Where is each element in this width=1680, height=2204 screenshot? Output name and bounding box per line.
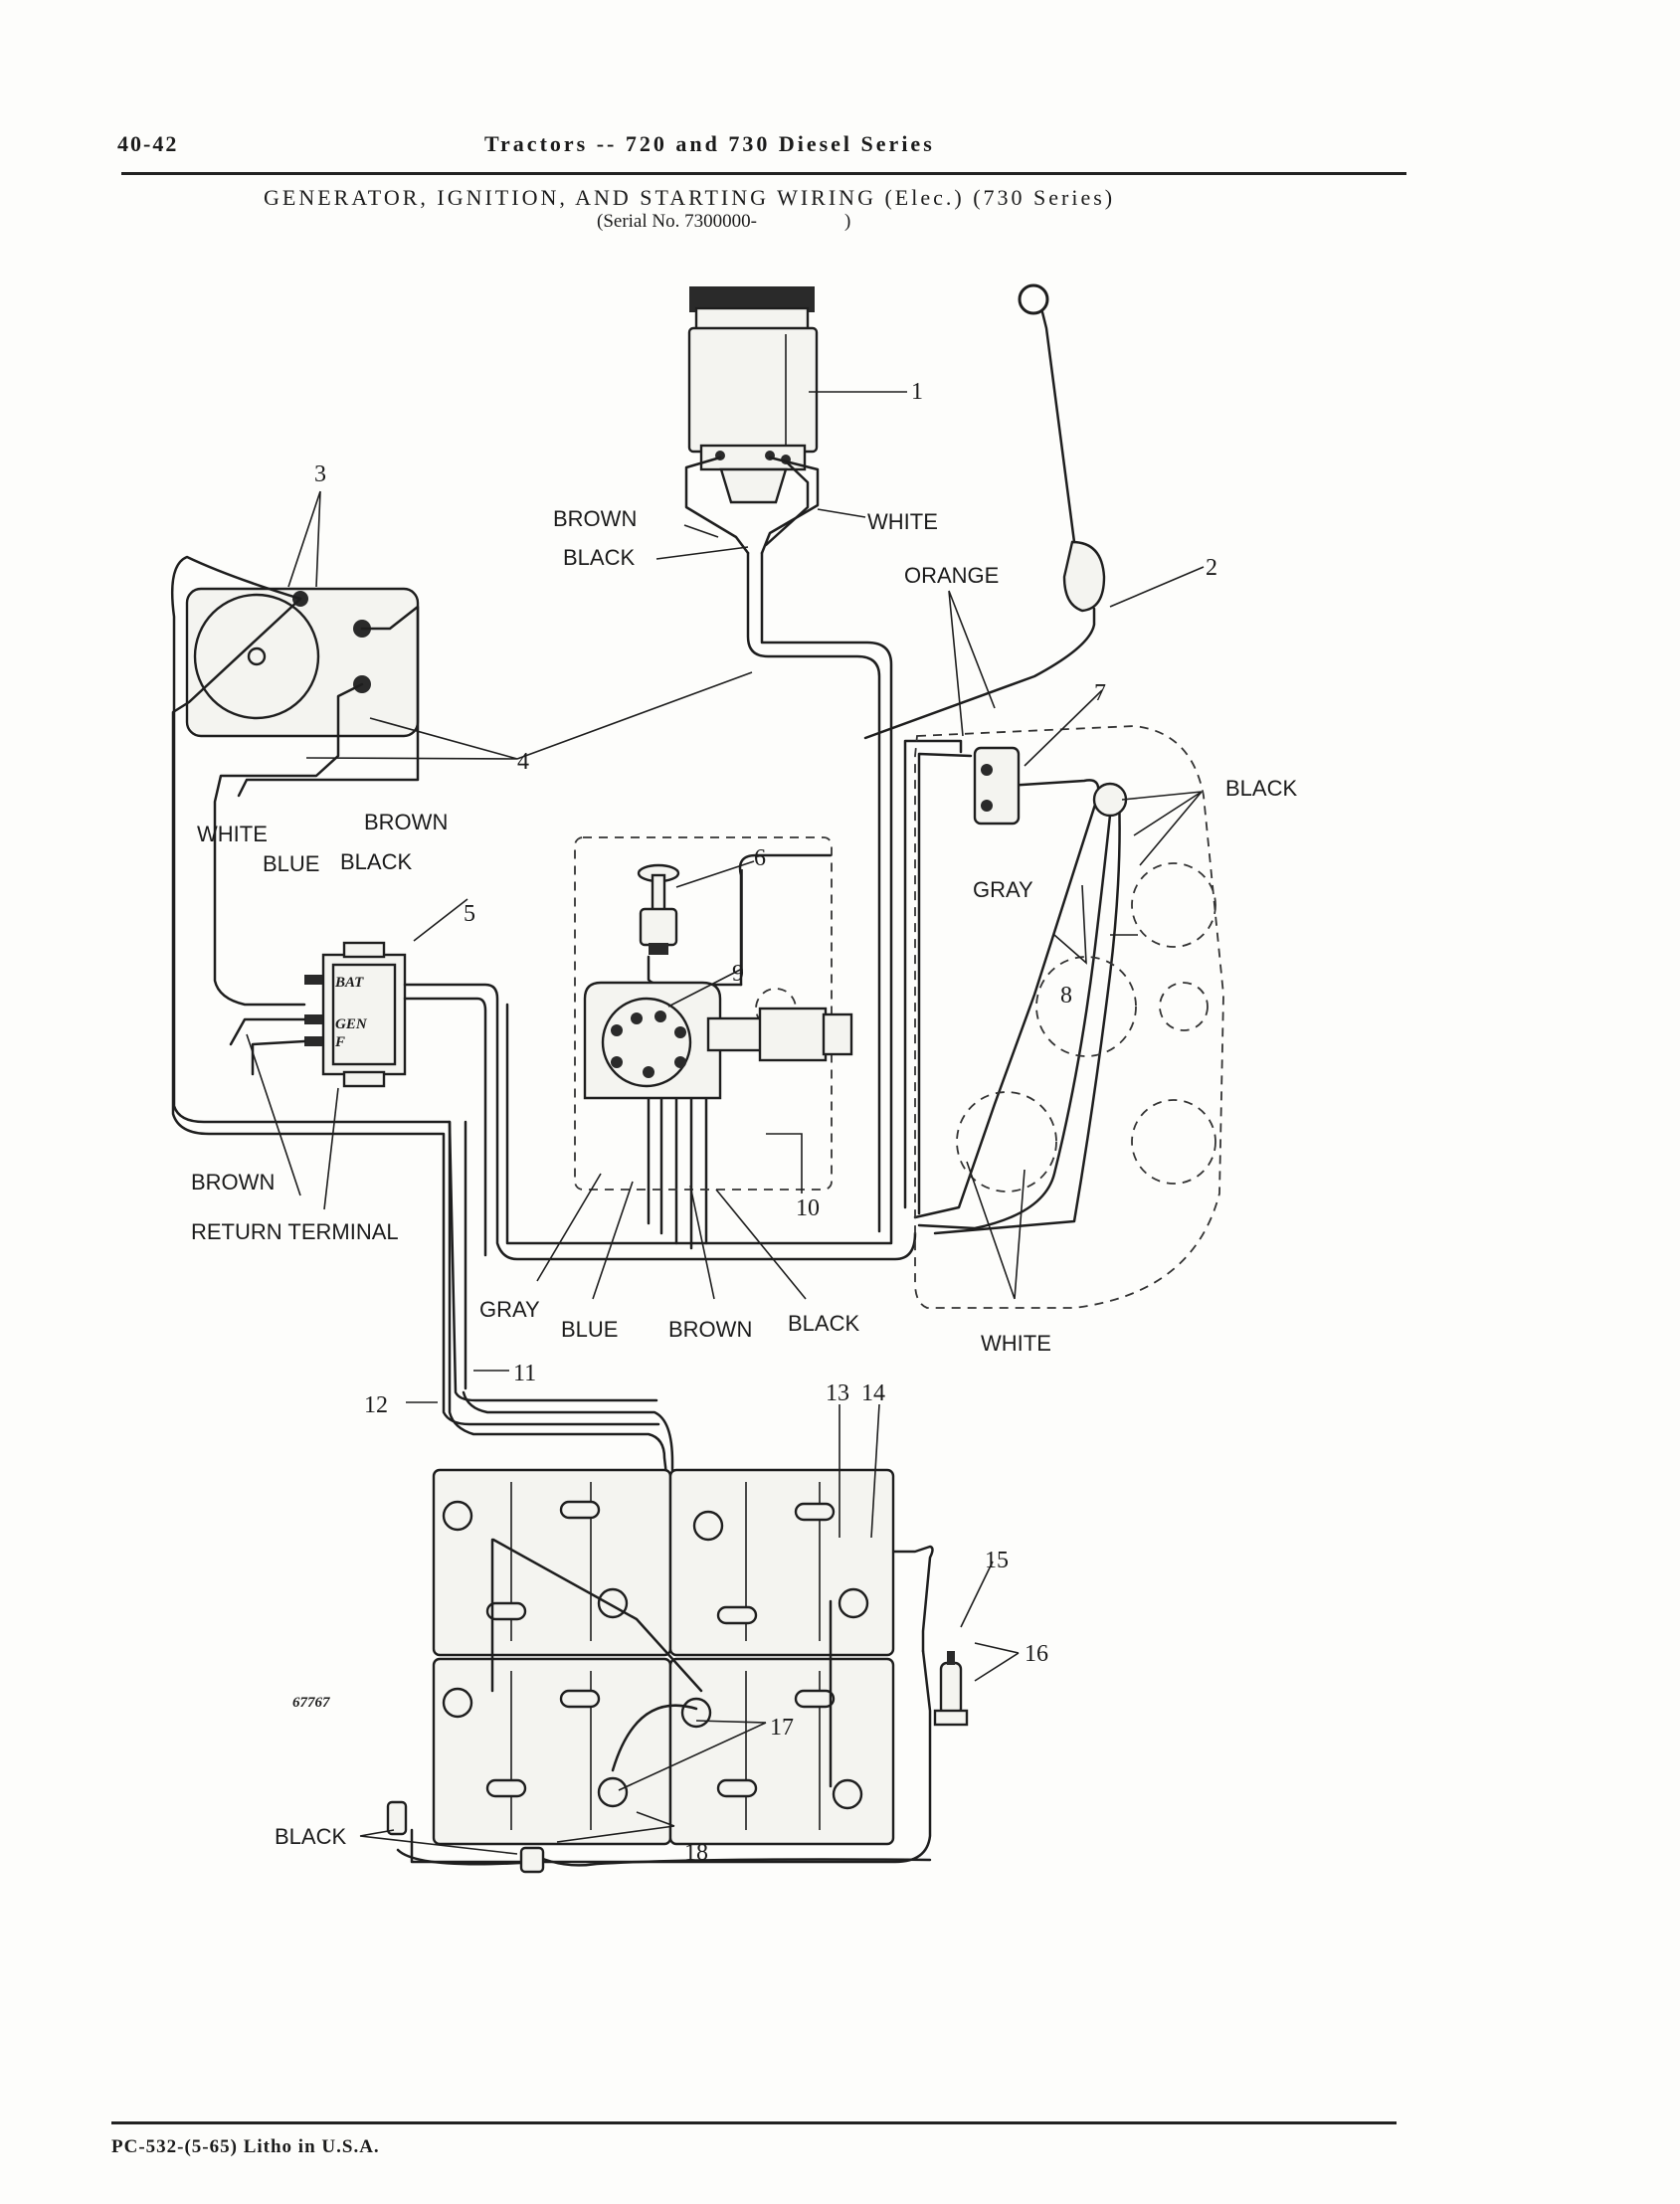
label-gray-right: GRAY: [973, 877, 1033, 902]
label-return-terminal: RETURN TERMINAL: [191, 1219, 399, 1244]
label-black-bottom: BLACK: [788, 1311, 859, 1336]
callout-9: 9: [732, 961, 744, 987]
label-blue-bottom: BLUE: [561, 1317, 618, 1342]
label-white-generator: WHITE: [867, 509, 938, 534]
leader-lines: [246, 391, 1205, 1855]
wiring-harness: [170, 456, 1121, 1867]
callout-3: 3: [314, 461, 326, 487]
label-gray-bottom: GRAY: [479, 1297, 540, 1322]
label-black-battery: BLACK: [275, 1824, 346, 1849]
page-title: Tractors -- 720 and 730 Diesel Series: [484, 131, 935, 156]
batteries: [432, 1468, 895, 1846]
figure-code: 67767: [292, 1695, 330, 1711]
callout-18: 18: [684, 1840, 708, 1866]
label-brown-left: BROWN: [364, 810, 448, 834]
footer-text: PC-532-(5-65) Litho in U.S.A.: [111, 2136, 380, 2157]
label-brown-lower: BROWN: [191, 1170, 275, 1194]
label-white-bottom: WHITE: [981, 1331, 1051, 1356]
callout-14: 14: [861, 1380, 885, 1406]
callout-2: 2: [1206, 555, 1217, 581]
generator: [687, 286, 819, 504]
horn: [185, 587, 420, 738]
label-orange: ORANGE: [904, 563, 999, 588]
page-number: 40-42: [117, 131, 179, 156]
serial-range: (Serial No. 7300000-): [597, 211, 850, 233]
callout-11: 11: [513, 1361, 536, 1386]
light-switch: [637, 863, 680, 955]
ground-strap: [386, 1800, 545, 1874]
label-black-generator: BLACK: [563, 545, 635, 570]
callout-10: 10: [796, 1195, 820, 1221]
callout-12: 12: [364, 1392, 388, 1418]
label-brown-generator: BROWN: [553, 506, 637, 531]
serial-start: (Serial No. 7300000-: [597, 211, 757, 232]
callout-4: 4: [517, 749, 529, 775]
battery-switch: [933, 1651, 969, 1727]
callout-13: 13: [826, 1380, 849, 1406]
callout-17: 17: [770, 1715, 794, 1741]
callout-5: 5: [464, 901, 475, 927]
label-white-left: WHITE: [197, 822, 268, 846]
header-rule: [121, 172, 1406, 175]
callout-15: 15: [985, 1548, 1009, 1573]
footer-rule: [111, 2121, 1397, 2124]
ignition-switch: [583, 981, 853, 1100]
callout-8: 8: [1060, 983, 1072, 1009]
callout-7: 7: [1094, 680, 1106, 706]
instrument-cluster: [914, 725, 1224, 1309]
callout-1: 1: [911, 379, 923, 405]
label-blue-left: BLUE: [263, 851, 319, 876]
terminal-bat-label: BAT: [334, 975, 364, 991]
label-black-right: BLACK: [1225, 776, 1297, 801]
label-black-left: BLACK: [340, 849, 412, 874]
diagram-title: GENERATOR, IGNITION, AND STARTING WIRING…: [264, 185, 1116, 210]
terminal-gen-label: GEN: [335, 1016, 368, 1032]
label-brown-bottom: BROWN: [668, 1317, 752, 1342]
terminal-f-label: F: [334, 1034, 345, 1050]
serial-end: ): [843, 211, 851, 232]
callout-6: 6: [754, 845, 766, 871]
callout-16: 16: [1025, 1641, 1048, 1667]
light-unit: [863, 283, 1106, 740]
voltage-regulator: BAT GEN F: [304, 941, 407, 1088]
